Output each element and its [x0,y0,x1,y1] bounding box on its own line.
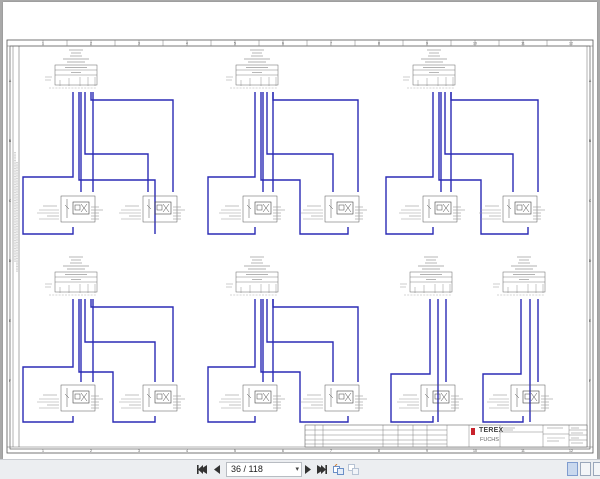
svg-text:2: 2 [90,449,92,453]
last-page-icon [317,465,327,474]
svg-text:E: E [9,319,12,323]
svg-text:3: 3 [138,42,140,46]
svg-text:7: 7 [330,449,332,453]
svg-text:9: 9 [426,42,428,46]
circuit-block-2 [207,49,368,235]
svg-text:4: 4 [186,449,188,453]
svg-text:F: F [589,379,591,383]
circuit-block-5 [207,256,368,423]
title-block-brand: TEREX [479,427,504,434]
circuit-block-7 [482,256,554,423]
svg-text:C: C [589,199,592,203]
svg-text:2: 2 [90,42,92,46]
continuous-view-button[interactable] [580,462,591,476]
svg-text:C: C [9,199,12,203]
svg-text:5: 5 [234,42,236,46]
svg-text:12: 12 [569,449,573,453]
svg-text:B: B [9,139,12,143]
svg-text:6: 6 [282,42,284,46]
next-page-icon [305,465,311,474]
svg-text:5: 5 [234,449,236,453]
svg-text:11: 11 [521,449,525,453]
page-number-input[interactable]: 36 / 118 ▾ [226,462,302,477]
page-number-text: 36 / 118 [231,464,263,474]
svg-text:6: 6 [282,449,284,453]
svg-text:1: 1 [42,42,44,46]
circuit-block-1 [22,49,186,235]
circuit-block-3 [385,49,546,235]
svg-text:A: A [589,79,592,83]
circuit-block-4 [22,256,186,423]
fit-page-button[interactable] [347,462,359,477]
fit-page-icon [347,464,359,475]
svg-text:F: F [9,379,11,383]
prev-page-icon [214,465,220,474]
rotate-view-icon [332,464,344,475]
svg-text:3: 3 [138,449,140,453]
svg-text:10: 10 [473,449,477,453]
svg-text:7: 7 [330,42,332,46]
terex-logo-icon [471,428,475,435]
svg-text:E: E [589,319,592,323]
facing-view-button[interactable] [593,462,600,476]
circuit-block-6 [390,256,464,423]
svg-text:10: 10 [473,42,477,46]
svg-text:11: 11 [521,42,525,46]
page-dropdown-icon[interactable]: ▾ [295,466,299,473]
last-page-button[interactable] [316,462,328,477]
svg-text:A: A [9,79,12,83]
svg-text:8: 8 [378,449,380,453]
svg-text:4: 4 [186,42,188,46]
svg-text:D: D [589,259,592,263]
single-page-view-button[interactable] [567,462,578,476]
pdf-viewer-toolbar: 36 / 118 ▾ [0,459,600,479]
svg-text:1: 1 [42,449,44,453]
svg-text:B: B [589,139,592,143]
title-block [304,424,588,448]
svg-text:8: 8 [378,42,380,46]
next-page-button[interactable] [303,462,313,477]
title-block-sub-brand: FUCHS [480,437,499,443]
first-page-button[interactable] [196,462,208,477]
svg-text:12: 12 [569,42,573,46]
prev-page-button[interactable] [212,462,222,477]
first-page-icon [197,465,207,474]
svg-text:9: 9 [426,449,428,453]
rotate-view-button[interactable] [332,462,344,477]
svg-text:D: D [9,259,12,263]
